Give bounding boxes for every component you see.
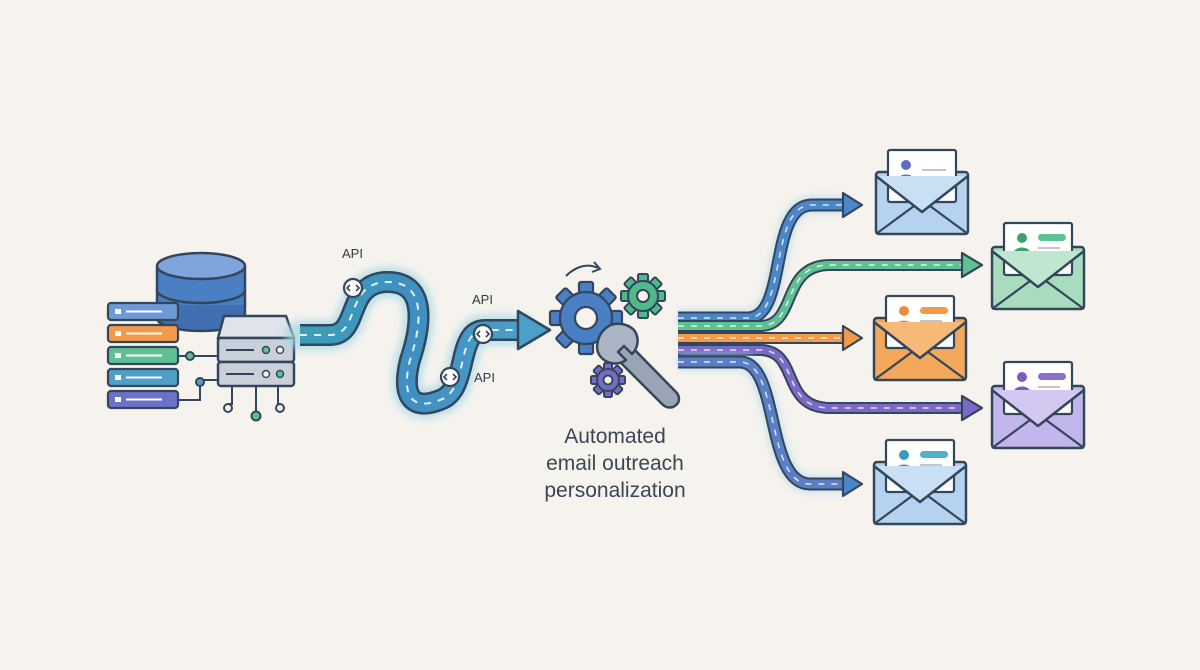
- arrow-to-envelope-1: [678, 191, 864, 326]
- api-label-3: API: [474, 370, 495, 385]
- arrow-to-envelope-3: [678, 324, 864, 352]
- data-source-group: [106, 251, 296, 422]
- gear-icon: [548, 280, 624, 356]
- arrow-to-envelope-4: [678, 344, 984, 422]
- server-icon: [216, 314, 296, 388]
- email-envelope-icon: [874, 148, 970, 236]
- email-envelope-icon: [872, 438, 968, 526]
- email-envelope-icon: [990, 360, 1086, 450]
- email-envelope-icon: [990, 221, 1086, 311]
- automation-engine: Automated email outreach personalization: [544, 261, 686, 502]
- email-envelope-icon: [872, 294, 968, 382]
- api-connector-icon: [439, 366, 461, 388]
- caption-line-2: email outreach: [546, 452, 684, 475]
- rotate-arrow-icon: [565, 264, 599, 277]
- api-connector-icon: [472, 323, 494, 345]
- api-pipeline: API API API: [285, 246, 552, 419]
- api-connector-icon: [342, 277, 364, 299]
- arrow-to-envelope-2: [678, 251, 984, 332]
- wrench-icon: [595, 322, 681, 409]
- caption-line-3: personalization: [544, 479, 685, 502]
- list-stack-icon: [106, 301, 180, 410]
- gear-icon: [620, 273, 666, 319]
- arrow-to-envelope-5: [678, 354, 864, 498]
- gear-icon: [590, 362, 626, 398]
- connector-lines: [178, 351, 285, 422]
- caption-line-1: Automated: [564, 425, 666, 448]
- api-label-1: API: [342, 246, 363, 261]
- distribution-arrows: [678, 191, 984, 498]
- api-label-2: API: [472, 292, 493, 307]
